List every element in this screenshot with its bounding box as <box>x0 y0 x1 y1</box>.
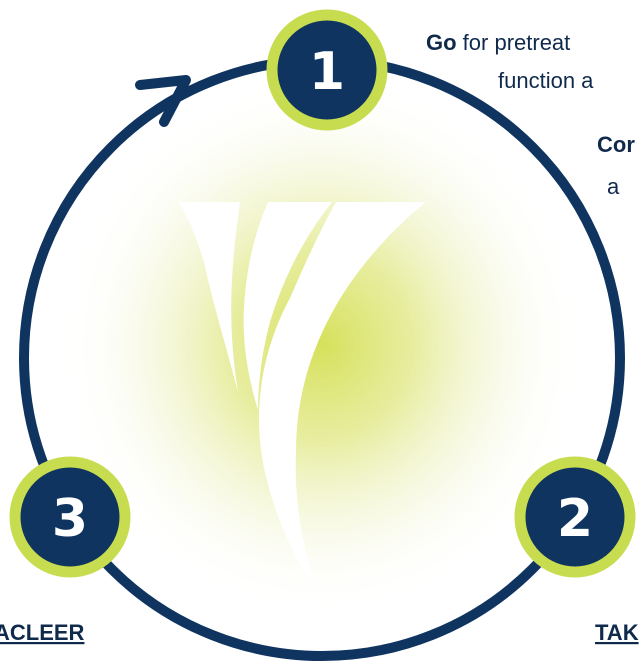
description-line-1-bold: Go <box>426 30 457 55</box>
step-2-badge: 2 <box>514 456 636 578</box>
description-line-1: Go for pretreat <box>426 30 570 55</box>
step-2-label: TAK <box>595 620 639 645</box>
step-2-number: 2 <box>557 489 593 549</box>
background-glow <box>62 75 582 615</box>
step-3-badge: 3 <box>9 456 131 578</box>
leaf-swoosh-logo <box>178 202 426 592</box>
description-line-2: function a <box>498 68 594 93</box>
arrow-head-icon <box>135 75 191 127</box>
description-line-3: Cor <box>597 132 635 157</box>
step-3-label: ACLEER <box>0 620 85 645</box>
step-1-badge: 1 <box>266 9 388 131</box>
step-1-number: 1 <box>309 42 345 102</box>
description-line-4: a <box>607 174 620 199</box>
step-3-number: 3 <box>52 489 88 549</box>
description-line-1-rest: for pretreat <box>457 30 571 55</box>
